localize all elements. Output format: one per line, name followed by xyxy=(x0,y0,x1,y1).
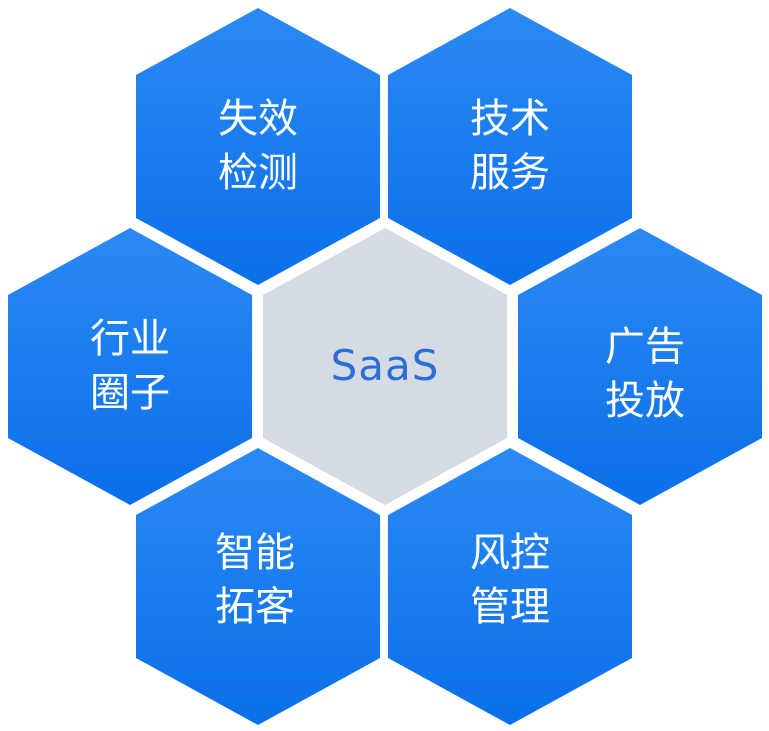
hex-label-line1: 行业 xyxy=(90,316,170,362)
hex-label-line2: 拓客 xyxy=(215,584,295,630)
hex-risk-management: 风控 管理 xyxy=(388,448,632,725)
hex-label-line2: 投放 xyxy=(605,378,685,424)
hex-tech-service: 技术 服务 xyxy=(388,8,632,285)
hex-label-line1: 广告 xyxy=(605,324,685,370)
hex-ad-delivery: 广告 投放 xyxy=(518,228,762,505)
hexagon-shape xyxy=(388,8,632,285)
hex-label-line2: 检测 xyxy=(218,150,298,196)
hex-label-line1: 技术 xyxy=(470,96,550,142)
hex-label-line1: 风控 xyxy=(470,530,550,576)
hexagon-shape xyxy=(136,8,380,285)
hexagon-shape xyxy=(136,448,380,725)
hex-center-saas: SaaS xyxy=(263,228,507,505)
hexagon-shape xyxy=(388,448,632,725)
hex-label-line2: 圈子 xyxy=(90,370,170,416)
hexagon-shape xyxy=(263,228,507,505)
hexagon-shape xyxy=(8,228,252,505)
hex-label-line2: 管理 xyxy=(470,584,550,630)
hex-label-line1: 智能 xyxy=(215,530,295,576)
hexagon-shape xyxy=(518,228,762,505)
hex-invalid-detection: 失效 检测 xyxy=(136,8,380,285)
hex-smart-acquisition: 智能 拓客 xyxy=(136,448,380,725)
hex-industry-circle: 行业 圈子 xyxy=(8,228,252,505)
center-label: SaaS xyxy=(331,341,440,390)
hex-label-line1: 失效 xyxy=(218,96,298,142)
hex-label-line2: 服务 xyxy=(470,150,550,196)
